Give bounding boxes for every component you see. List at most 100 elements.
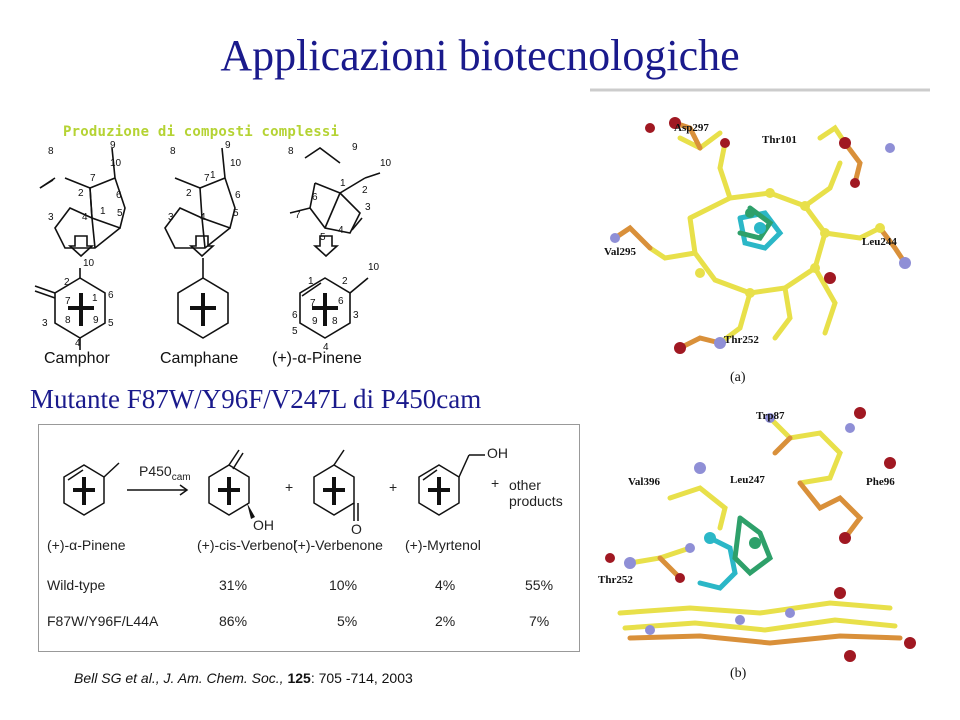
residue-label: Val396 xyxy=(628,476,660,488)
svg-text:3: 3 xyxy=(365,202,371,213)
svg-text:6: 6 xyxy=(116,190,122,201)
svg-text:9: 9 xyxy=(352,142,358,153)
svg-text:8: 8 xyxy=(48,146,54,157)
svg-text:4: 4 xyxy=(323,342,329,353)
table-cell: 7% xyxy=(529,613,550,629)
plus-3: + xyxy=(491,475,500,491)
slide-title: Applicazioni biotecnologiche xyxy=(220,31,740,80)
svg-text:2: 2 xyxy=(362,185,368,196)
product-name: (+)-Verbenone xyxy=(293,537,383,553)
svg-text:5: 5 xyxy=(233,208,239,219)
verbenone-o: O xyxy=(351,521,362,537)
svg-text:6: 6 xyxy=(235,190,241,201)
svg-text:7: 7 xyxy=(310,298,316,309)
active-site-model-a xyxy=(590,88,930,354)
svg-text:7: 7 xyxy=(204,173,210,184)
svg-text:4: 4 xyxy=(82,212,88,223)
table-cell: 86% xyxy=(219,613,248,629)
table-cell: 5% xyxy=(337,613,358,629)
svg-text:2: 2 xyxy=(64,277,70,288)
myrtenol-oh: OH xyxy=(487,445,508,461)
plus-2: + xyxy=(389,479,398,495)
svg-text:8: 8 xyxy=(65,315,71,326)
row-label: Wild-type xyxy=(47,577,106,593)
svg-text:10: 10 xyxy=(83,258,95,269)
svg-text:4: 4 xyxy=(338,225,344,236)
svg-text:7: 7 xyxy=(90,173,96,184)
residue-label: Thr252 xyxy=(598,574,633,586)
svg-text:1: 1 xyxy=(210,170,216,181)
svg-text:1: 1 xyxy=(100,206,106,217)
verbenol-oh: OH xyxy=(253,517,274,533)
enzyme-label: P450cam xyxy=(139,463,191,483)
other-products-1: other xyxy=(509,477,541,493)
svg-text:10: 10 xyxy=(110,158,122,169)
residue-label: Asp297 xyxy=(674,122,709,134)
residue-label: Val295 xyxy=(604,246,636,258)
svg-text:10: 10 xyxy=(368,262,380,273)
reaction-scheme xyxy=(63,449,485,521)
table-cell: 10% xyxy=(329,577,358,593)
active-site-model-b xyxy=(605,407,916,662)
svg-text:2: 2 xyxy=(342,276,348,287)
citation: Bell SG et al., J. Am. Chem. Soc., 125: … xyxy=(74,670,413,686)
svg-text:4: 4 xyxy=(200,212,206,223)
other-products-2: products xyxy=(509,493,563,509)
row-label: F87W/Y96F/L44A xyxy=(47,613,159,629)
svg-text:9: 9 xyxy=(93,315,99,326)
mutant-title: Mutante F87W/Y96F/V247L di P450cam xyxy=(30,384,482,414)
plus-1: + xyxy=(285,479,294,495)
svg-text:8: 8 xyxy=(332,316,338,327)
svg-text:6: 6 xyxy=(292,310,298,321)
residue-label: Thr252 xyxy=(724,334,759,346)
svg-text:4: 4 xyxy=(75,338,81,349)
svg-text:1: 1 xyxy=(92,293,98,304)
subtitle: Produzione di composti complessi xyxy=(63,124,340,140)
svg-text:6: 6 xyxy=(108,290,114,301)
svg-text:5: 5 xyxy=(108,318,114,329)
svg-text:9: 9 xyxy=(312,316,318,327)
svg-text:6: 6 xyxy=(338,296,344,307)
svg-text:2: 2 xyxy=(78,188,84,199)
svg-text:3: 3 xyxy=(353,310,359,321)
svg-text:9: 9 xyxy=(110,140,116,151)
panel-b-caption: (b) xyxy=(730,666,747,681)
svg-text:2: 2 xyxy=(186,188,192,199)
reaction-table: P450cam OH O OH + + + other products (+)… xyxy=(38,424,580,652)
pinene-label: (+)-α-Pinene xyxy=(272,350,362,367)
svg-text:9: 9 xyxy=(225,140,231,151)
svg-text:6: 6 xyxy=(312,192,318,203)
camphane-label: Camphane xyxy=(160,350,239,367)
svg-text:8: 8 xyxy=(288,146,294,157)
residue-label: Leu244 xyxy=(862,236,897,248)
product-name: (+)-α-Pinene xyxy=(47,537,126,553)
residue-label: Phe96 xyxy=(866,476,895,488)
svg-text:7: 7 xyxy=(65,296,71,307)
svg-text:5: 5 xyxy=(320,232,326,243)
residue-label: Trp87 xyxy=(756,410,785,422)
camphor-label: Camphor xyxy=(44,350,110,367)
table-cell: 2% xyxy=(435,613,456,629)
table-cell: 31% xyxy=(219,577,248,593)
panel-a: Asp297 Thr101 Leu244 Val295 Thr252 (a) xyxy=(590,88,930,388)
panel-a-caption: (a) xyxy=(730,370,746,385)
svg-text:10: 10 xyxy=(380,158,392,169)
svg-text:1: 1 xyxy=(340,178,346,189)
residue-label: Thr101 xyxy=(762,134,797,146)
svg-text:1: 1 xyxy=(308,276,314,287)
svg-text:10: 10 xyxy=(230,158,242,169)
svg-text:3: 3 xyxy=(42,318,48,329)
svg-text:5: 5 xyxy=(292,326,298,337)
product-name: (+)-cis-Verbenol xyxy=(197,537,297,553)
table-cell: 4% xyxy=(435,577,456,593)
table-cell: 55% xyxy=(525,577,554,593)
svg-text:7: 7 xyxy=(295,210,301,221)
panel-b: Trp87 Val396 Leu247 Phe96 Thr252 (b) xyxy=(590,398,930,698)
svg-text:5: 5 xyxy=(117,208,123,219)
svg-text:8: 8 xyxy=(170,146,176,157)
svg-text:3: 3 xyxy=(48,212,54,223)
svg-text:3: 3 xyxy=(168,212,174,223)
residue-label: Leu247 xyxy=(730,474,765,486)
product-name: (+)-Myrtenol xyxy=(405,537,481,553)
